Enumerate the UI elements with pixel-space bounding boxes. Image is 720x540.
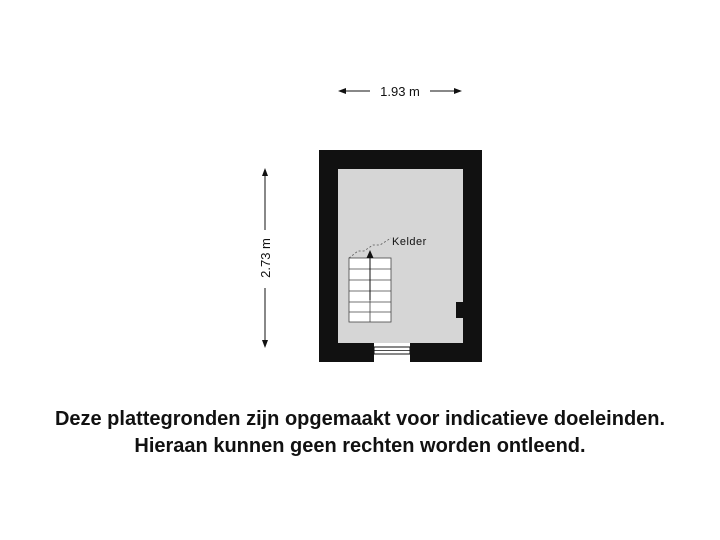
floor-plan: 1.93 m 2.73 m Kelder: [258, 84, 482, 362]
height-dimension: 2.73 m: [258, 168, 273, 348]
staircase: [348, 237, 392, 323]
staircase-hidden-edge: [348, 237, 392, 259]
width-dimension: 1.93 m: [338, 84, 462, 99]
disclaimer-line-2: Hieraan kunnen geen rechten worden ontle…: [134, 435, 586, 457]
height-arrow-top-icon: [262, 168, 268, 176]
disclaimer-line-1: Deze plattegronden zijn opgemaakt voor i…: [54, 408, 666, 430]
height-dimension-label: 2.73 m: [258, 238, 273, 278]
width-dimension-label: 1.93 m: [380, 84, 420, 99]
stair-direction-arrow-icon: [366, 250, 374, 258]
door-opening: [373, 343, 411, 362]
height-arrow-bottom-icon: [262, 340, 268, 348]
wall-niche: [456, 302, 463, 318]
room-label: Kelder: [392, 236, 427, 248]
width-arrow-left-icon: [338, 88, 346, 94]
width-arrow-right-icon: [454, 88, 462, 94]
